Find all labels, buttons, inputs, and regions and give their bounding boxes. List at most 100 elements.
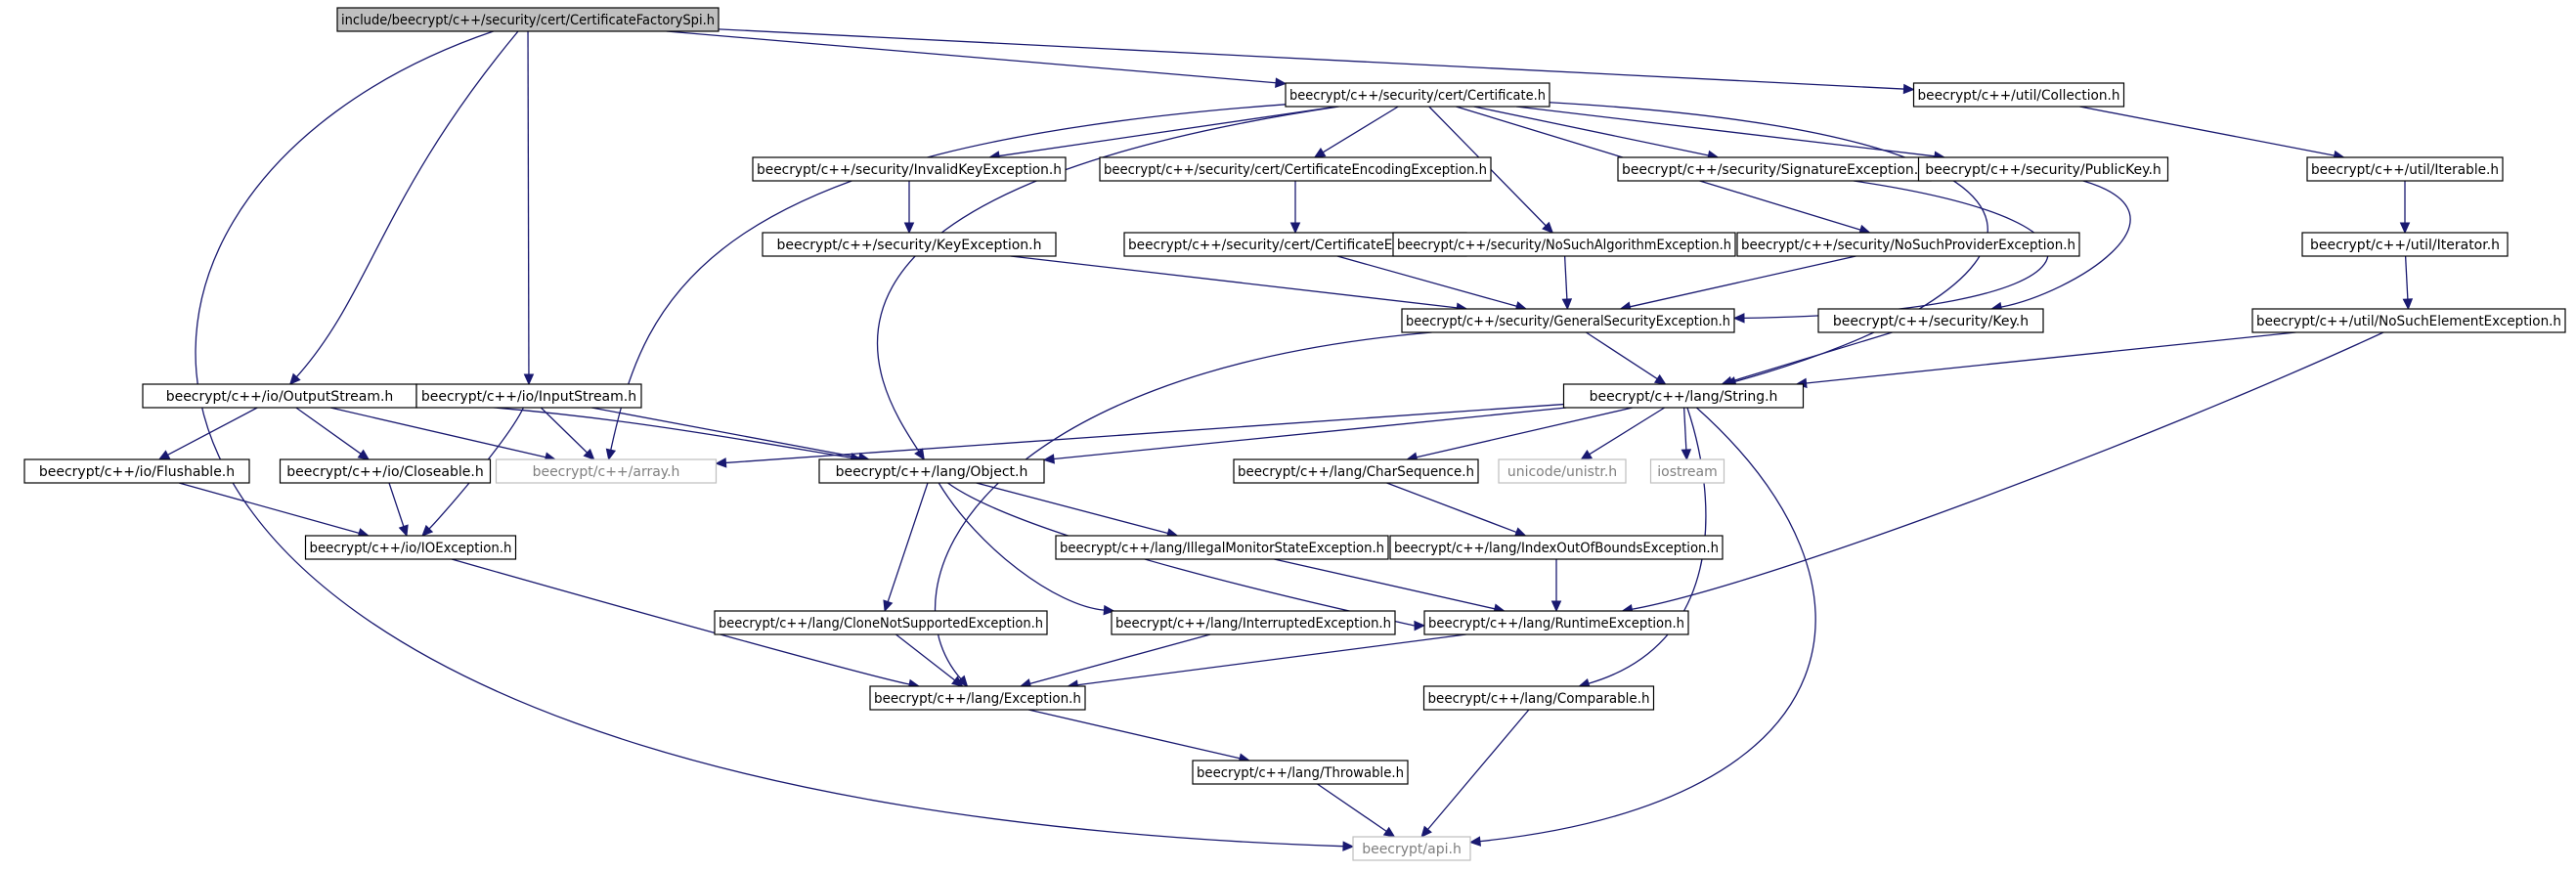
edge-ioex-exch [451, 558, 910, 685]
edge-cert-sigx [1473, 106, 1709, 156]
node-box [304, 535, 517, 560]
edge-strh-arry [725, 403, 1564, 464]
edge-arrowhead-root-apih [1342, 841, 1355, 851]
node-box [1055, 535, 1389, 560]
node-rtex[interactable]: beecrypt/c++/lang/RuntimeException.h [1423, 610, 1689, 635]
edge-ostr-arry [329, 407, 546, 458]
edge-cert-objh [876, 106, 1339, 452]
edge-arrowhead-nsal-gsex [1561, 298, 1573, 311]
edge-arrowhead-ostr-flsh [157, 450, 171, 460]
edge-arrowhead-root-istr [523, 373, 535, 386]
node-box [279, 458, 492, 484]
node-exch[interactable]: beecrypt/c++/lang/Exception.h [869, 685, 1086, 711]
node-objh[interactable]: beecrypt/c++/lang/Object.h [818, 458, 1045, 484]
edge-arrowhead-itor-nsel [2402, 298, 2414, 311]
node-strh[interactable]: beecrypt/c++/lang/String.h [1562, 383, 1805, 409]
node-istr[interactable]: beecrypt/c++/io/InputStream.h [415, 383, 642, 409]
node-box [2306, 156, 2504, 182]
node-root[interactable]: include/beecrypt/c++/security/cert/Certi… [336, 7, 720, 32]
node-ostr[interactable]: beecrypt/c++/io/OutputStream.h [142, 383, 417, 409]
edge-arrowhead-strh-unis [1580, 449, 1594, 460]
node-box [1649, 458, 1725, 484]
node-box [1401, 308, 1735, 333]
node-keyh[interactable]: beecrypt/c++/security/Key.h [1817, 308, 2044, 333]
node-flsh[interactable]: beecrypt/c++/io/Flushable.h [23, 458, 250, 484]
edge-strh-objh [1053, 407, 1567, 460]
node-imsx[interactable]: beecrypt/c++/lang/IllegalMonitorStateExc… [1055, 535, 1389, 560]
node-box [2301, 232, 2509, 257]
edge-root-cert [666, 30, 1277, 84]
edge-rtex-exch [1077, 633, 1466, 686]
edge-exch-thrw [1027, 709, 1241, 760]
node-sigx[interactable]: beecrypt/c++/security/SignatureException… [1617, 156, 1932, 182]
edge-imsx-rtex [1274, 558, 1496, 610]
node-intx[interactable]: beecrypt/c++/lang/InterruptedException.h [1111, 610, 1396, 635]
node-box [869, 685, 1086, 711]
node-arry: beecrypt/c++/array.h [495, 458, 718, 484]
node-chsq[interactable]: beecrypt/c++/lang/CharSequence.h [1233, 458, 1479, 484]
node-cenc[interactable]: beecrypt/c++/security/cert/CertificateEn… [1099, 156, 1492, 182]
edge-arrowhead-root-cert [1275, 77, 1288, 88]
edge-nspr-gsex [1630, 255, 1856, 308]
edge-ostr-clsb [295, 407, 362, 455]
node-box [2251, 308, 2566, 333]
node-label: beecrypt/c++/security/GeneralSecurityExc… [1406, 314, 1730, 329]
node-clsb[interactable]: beecrypt/c++/io/Closeable.h [279, 458, 492, 484]
node-label: beecrypt/c++/io/Closeable.h [286, 464, 483, 480]
node-label: beecrypt/c++/lang/CloneNotSupportedExcep… [719, 616, 1043, 631]
node-gsex[interactable]: beecrypt/c++/security/GeneralSecurityExc… [1401, 308, 1735, 333]
node-box [714, 610, 1048, 635]
edge-arrowhead-istr-arry [583, 448, 595, 460]
node-nsel[interactable]: beecrypt/c++/util/NoSuchElementException… [2251, 308, 2566, 333]
edge-chsq-ioob [1386, 482, 1517, 534]
node-label: beecrypt/c++/lang/Throwable.h [1197, 765, 1404, 781]
node-ioex[interactable]: beecrypt/c++/io/IOException.h [304, 535, 517, 560]
edge-thrw-apih [1317, 783, 1387, 832]
node-cmpr[interactable]: beecrypt/c++/lang/Comparable.h [1422, 685, 1655, 711]
node-label: beecrypt/c++/security/SignatureException… [1622, 162, 1927, 178]
edge-clsb-ioex [388, 482, 405, 527]
node-nspr[interactable]: beecrypt/c++/security/NoSuchProviderExce… [1736, 232, 2080, 257]
node-box [1392, 232, 1736, 257]
edge-arrowhead-objh-clnx [883, 599, 894, 613]
node-label: beecrypt/c++/lang/Comparable.h [1428, 691, 1650, 707]
node-label: beecrypt/c++/security/NoSuchProviderExce… [1741, 238, 2075, 253]
node-label: beecrypt/c++/util/Iterable.h [2311, 162, 2499, 178]
node-thrw[interactable]: beecrypt/c++/lang/Throwable.h [1192, 760, 1409, 785]
edge-arrowhead-cert-arry [605, 448, 617, 461]
edge-arrowhead-root-ostr [288, 372, 301, 385]
node-box [1912, 82, 2125, 108]
node-iter[interactable]: beecrypt/c++/util/Iterable.h [2306, 156, 2504, 182]
edge-clnx-exch [895, 633, 956, 681]
node-label: beecrypt/c++/lang/IndexOutOfBoundsExcept… [1394, 541, 1719, 556]
node-invk[interactable]: beecrypt/c++/security/InvalidKeyExceptio… [752, 156, 1067, 182]
node-box [1917, 156, 2169, 182]
edge-ostr-objh [415, 402, 851, 459]
node-box [415, 383, 642, 409]
node-clnx[interactable]: beecrypt/c++/lang/CloneNotSupportedExcep… [714, 610, 1048, 635]
edge-arrowhead-cmpr-apih [1420, 825, 1432, 838]
edge-arrowhead-strh-apih [1468, 836, 1481, 847]
node-pubk[interactable]: beecrypt/c++/security/PublicKey.h [1917, 156, 2169, 182]
node-unis: unicode/unistr.h [1498, 458, 1627, 484]
edge-arrowhead-cert-cenc [1313, 148, 1327, 158]
edge-arrowhead-invk-keyx [903, 222, 915, 235]
node-label: beecrypt/c++/lang/String.h [1590, 389, 1778, 405]
node-coll[interactable]: beecrypt/c++/util/Collection.h [1912, 82, 2125, 108]
edge-arrowhead-strh-iost [1681, 449, 1692, 461]
node-keyx[interactable]: beecrypt/c++/security/KeyException.h [762, 232, 1057, 257]
node-itor[interactable]: beecrypt/c++/util/Iterator.h [2301, 232, 2509, 257]
edge-objh-imsx [976, 482, 1168, 535]
node-box [336, 7, 720, 32]
node-label: beecrypt/c++/lang/RuntimeException.h [1428, 616, 1684, 631]
edge-intx-exch [1029, 633, 1211, 684]
node-ioob[interactable]: beecrypt/c++/lang/IndexOutOfBoundsExcept… [1389, 535, 1724, 560]
edge-arrowhead-sigx-gsex [1732, 313, 1745, 324]
node-nsal[interactable]: beecrypt/c++/security/NoSuchAlgorithmExc… [1392, 232, 1736, 257]
node-label: beecrypt/c++/util/NoSuchElementException… [2256, 314, 2561, 329]
node-label: beecrypt/api.h [1362, 842, 1462, 857]
edge-flsh-ioex [178, 482, 360, 534]
node-label: beecrypt/c++/lang/InterruptedException.h [1115, 616, 1391, 631]
edge-strh-apih [1479, 407, 1816, 843]
node-cert[interactable]: beecrypt/c++/security/cert/Certificate.h [1285, 82, 1550, 108]
